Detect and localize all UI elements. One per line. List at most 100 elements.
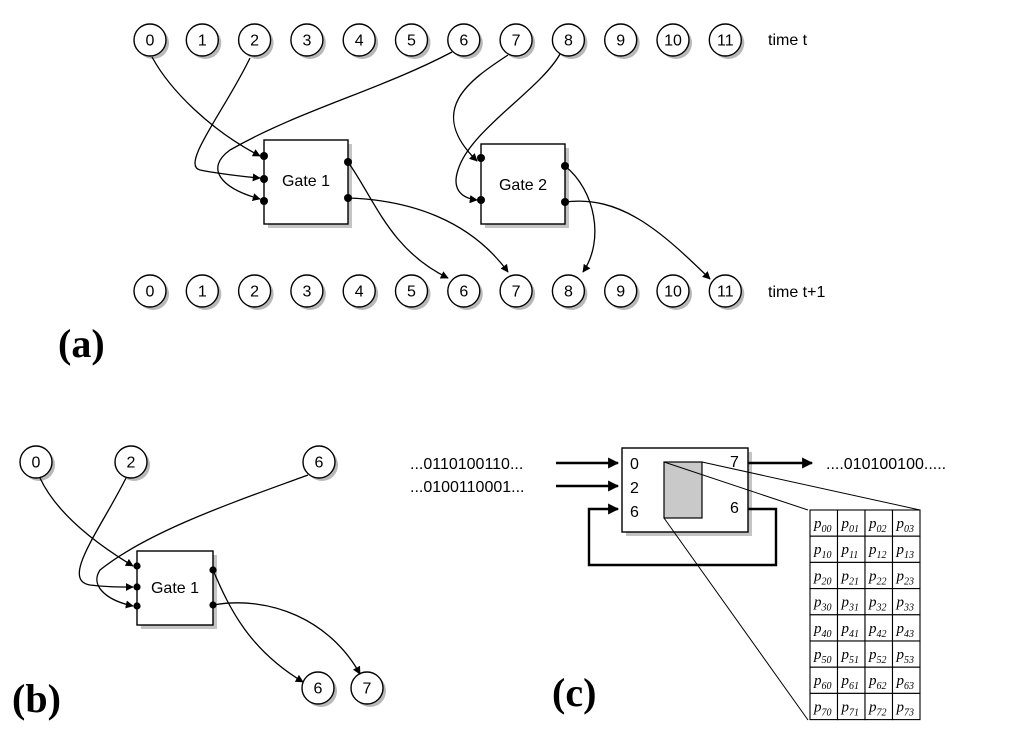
gate-2-input-port xyxy=(477,196,485,204)
table-cell-value: p13 xyxy=(896,542,915,561)
panel-b-label: (b) xyxy=(12,676,61,721)
table-cell-value: p43 xyxy=(896,621,915,640)
gate-output-label-7: 7 xyxy=(730,454,739,471)
node-label: 2 xyxy=(250,33,259,50)
state-node: 2 xyxy=(237,23,274,59)
node-circle xyxy=(185,23,220,57)
state-node: 6 xyxy=(447,274,483,310)
state-node: 8 xyxy=(551,23,588,59)
node-circle xyxy=(185,274,220,308)
panel-b-wire-2 xyxy=(78,477,134,591)
table-cell-value: p42 xyxy=(868,621,887,640)
state-node: 10 xyxy=(656,274,692,310)
table-cell xyxy=(836,588,866,616)
node-label: 3 xyxy=(302,284,311,301)
node-label: 8 xyxy=(564,33,573,50)
node-label: 1 xyxy=(198,33,207,50)
table-cell xyxy=(891,535,921,563)
node-circle xyxy=(394,23,429,57)
panel-a-label: (a) xyxy=(58,321,105,366)
input-bitstream-2: ...0100110001... xyxy=(410,479,524,496)
node-label: 6 xyxy=(315,455,324,472)
table-cell-value: p12 xyxy=(868,542,887,561)
state-node: 5 xyxy=(394,23,431,59)
state-node: 6 xyxy=(302,445,338,481)
state-node: 2 xyxy=(237,274,274,310)
table-cell xyxy=(864,614,894,642)
wire-7-to-gate2 xyxy=(453,54,509,162)
table-cell-value: p73 xyxy=(896,699,915,718)
wire-6-to-gate1 xyxy=(217,51,453,201)
state-node: 9 xyxy=(604,274,640,310)
state-node: 1 xyxy=(185,23,222,59)
wire-gate2-to-11 xyxy=(564,200,711,280)
gate-2-label: Gate 2 xyxy=(499,177,547,194)
gate-2-input-port xyxy=(477,154,485,162)
table-cell-value: p02 xyxy=(868,516,887,535)
gate-output-label-6: 6 xyxy=(730,500,739,517)
state-node: 1 xyxy=(185,274,222,310)
node-circle xyxy=(290,23,324,57)
state-node: 0 xyxy=(19,445,55,481)
state-node: 6 xyxy=(447,23,483,59)
node-label: 6 xyxy=(459,284,468,301)
node-label: 0 xyxy=(146,284,155,301)
state-node: 6 xyxy=(301,671,337,707)
gate-input-label-2: 2 xyxy=(630,480,639,497)
state-node: 3 xyxy=(290,274,326,310)
table-cell-value: p32 xyxy=(868,595,887,614)
node-circle xyxy=(301,671,335,705)
gate-2-output-port xyxy=(561,162,569,170)
node-circle xyxy=(302,445,336,479)
node-circle xyxy=(604,274,638,308)
table-cell-value: p63 xyxy=(896,673,915,692)
panel-b-input-port xyxy=(133,602,141,610)
table-cell-value: p00 xyxy=(813,516,832,535)
table-cell-value: p61 xyxy=(841,673,860,692)
table-cell-value: p03 xyxy=(896,516,915,535)
node-label: 11 xyxy=(717,33,734,50)
projection-line xyxy=(663,517,809,721)
panel-c-label: (c) xyxy=(552,670,596,715)
table-cell-value: p23 xyxy=(896,568,915,587)
time-t-label: time t xyxy=(768,32,808,49)
node-circle xyxy=(551,23,586,57)
gate-1: Gate 1 xyxy=(263,139,352,228)
panel-b-gate: Gate 1 xyxy=(136,550,217,629)
node-circle xyxy=(394,274,429,308)
table-cell xyxy=(891,640,921,668)
node-label: 5 xyxy=(407,284,416,301)
input-bitstream-1: ...0110100110... xyxy=(410,456,523,473)
table-cell-value: p30 xyxy=(813,595,832,614)
selected-table-column xyxy=(663,461,703,519)
node-circle xyxy=(708,274,742,308)
node-circle xyxy=(133,23,167,57)
table-cell xyxy=(864,509,894,537)
wire-2-to-gate1 xyxy=(194,57,261,182)
state-node: 7 xyxy=(499,274,536,310)
gate-input-label-6: 6 xyxy=(630,504,639,521)
table-cell-value: p52 xyxy=(868,647,887,666)
node-circle xyxy=(447,23,481,57)
node-label: 10 xyxy=(664,33,682,50)
table-cell xyxy=(836,692,866,721)
node-circle xyxy=(19,445,53,479)
state-node: 11 xyxy=(708,274,745,310)
table-cell xyxy=(836,614,866,642)
node-label: 10 xyxy=(664,284,682,301)
gate-2: Gate 2 xyxy=(480,143,569,228)
state-node: 7 xyxy=(350,671,386,707)
node-label: 5 xyxy=(407,33,416,50)
gate-2-output-port xyxy=(561,198,569,206)
wire-gate1-to-6 xyxy=(347,161,449,279)
node-label: 8 xyxy=(564,284,573,301)
gate-2-box xyxy=(480,143,566,225)
panel-b-output-port xyxy=(209,601,217,609)
feedback-loop-arrow xyxy=(587,503,778,567)
node-label: 11 xyxy=(717,284,734,301)
state-node: 3 xyxy=(290,23,326,59)
gate-1-input-port xyxy=(260,197,268,205)
